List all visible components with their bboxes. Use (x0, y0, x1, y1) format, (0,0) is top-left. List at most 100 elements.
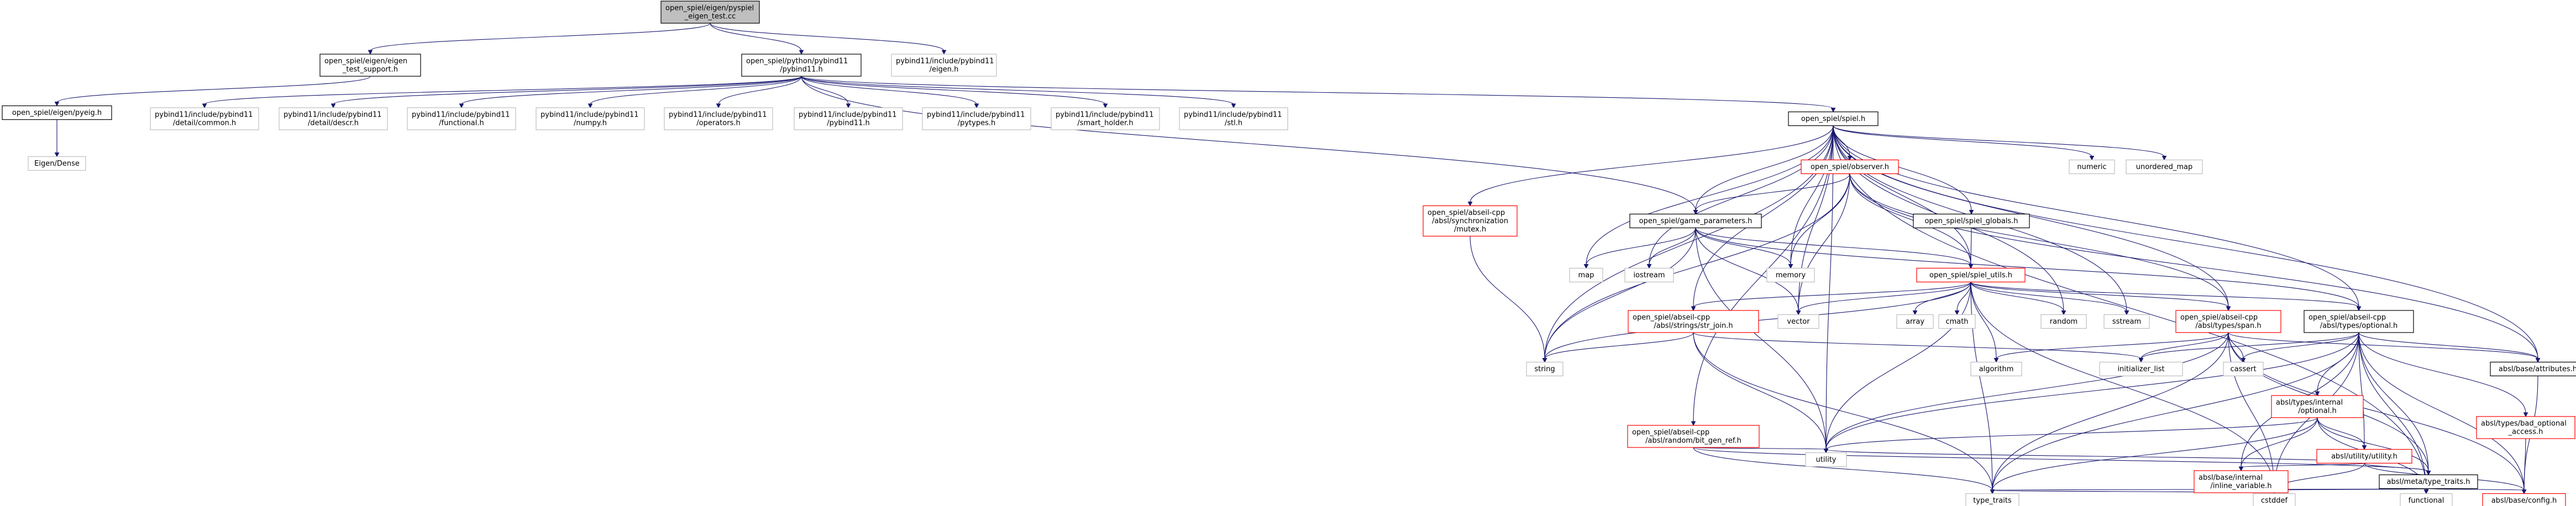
node-unordered-map[interactable]: unordered_map (2126, 159, 2203, 175)
node-str-join[interactable]: open_spiel/abseil-cpp/absl/strings/str_j… (1628, 310, 1759, 333)
node-internal-optional[interactable]: absl/types/internal/optional.h (2271, 395, 2364, 418)
node-label-line: /absl/types/span.h (2195, 322, 2261, 330)
edge-arrowhead (716, 103, 721, 109)
edge-line (1970, 282, 2064, 312)
node-functional[interactable]: functional (2400, 493, 2453, 506)
node-pb-numpy[interactable]: pybind11/include/pybind11/numpy.h (536, 107, 645, 130)
node-box (2040, 314, 2087, 329)
node-pb-operators[interactable]: pybind11/include/pybind11/operators.h (664, 107, 773, 130)
node-label-line: open_spiel/spiel_globals.h (1924, 217, 2018, 225)
node-eigen-support[interactable]: open_spiel/eigen/eigen_test_support.h (319, 54, 421, 77)
node-label-line: open_spiel/eigen/pyeig.h (12, 109, 102, 117)
node-root: open_spiel/eigen/pyspiel_eigen_test.cc (660, 1, 760, 24)
node-array[interactable]: array (1896, 314, 1934, 329)
node-pyeig[interactable]: open_spiel/eigen/pyeig.h (2, 105, 112, 120)
edge-line (333, 76, 802, 105)
edge-arrowhead (54, 102, 60, 107)
node-spiel-globals[interactable]: open_spiel/spiel_globals.h (1913, 213, 2030, 229)
node-box (1896, 314, 1934, 329)
node-spielh[interactable]: open_spiel/spiel.h (1788, 111, 1879, 126)
edge-line (2358, 332, 2365, 446)
node-utility-h[interactable]: absl/utility/utility.h (2316, 449, 2412, 464)
edge-line (1544, 332, 1694, 359)
node-random[interactable]: random (2040, 314, 2087, 329)
node-iostream[interactable]: iostream (1624, 267, 1674, 283)
edge-spiel_utils-to-array (1912, 282, 1971, 315)
node-pybind11h[interactable]: open_spiel/python/pybind11/pybind11.h (741, 54, 862, 77)
node-map[interactable]: map (1569, 267, 1603, 283)
node-bit-gen-ref[interactable]: open_spiel/abseil-cpp/absl/random/bit_ge… (1627, 425, 1760, 448)
node-box (1965, 493, 2019, 506)
edge-arrowhead (2124, 310, 2129, 315)
node-type-traits[interactable]: type_traits (1965, 493, 2019, 506)
node-optional[interactable]: open_spiel/abseil-cpp/absl/types/optiona… (2304, 310, 2414, 333)
node-mutex[interactable]: open_spiel/abseil-cpp/absl/synchronizati… (1423, 205, 1518, 237)
node-box (1777, 314, 1819, 329)
edge-spielh-to-functional (1833, 125, 2429, 494)
node-spiel-utils[interactable]: open_spiel/spiel_utils.h (1916, 267, 2026, 283)
node-config[interactable]: absl/base/config.h (2482, 493, 2566, 506)
edge-line (2228, 332, 2538, 359)
node-box (664, 107, 773, 130)
node-pb-functional[interactable]: pybind11/include/pybind11/functional.h (407, 107, 516, 130)
node-observer[interactable]: open_spiel/observer.h (1801, 159, 1899, 175)
node-cstddef[interactable]: cstddef (2253, 493, 2296, 506)
node-attributes[interactable]: absl/base/attributes.h (2490, 361, 2576, 377)
node-span[interactable]: open_spiel/abseil-cpp/absl/types/span.h (2175, 310, 2281, 333)
node-cmath[interactable]: cmath (1938, 314, 1976, 329)
edge-bad_optional-to-config (2521, 438, 2527, 494)
node-numeric[interactable]: numeric (2069, 159, 2115, 175)
node-label-line: open_spiel/abseil-cpp (1428, 209, 1505, 217)
edge-line (710, 23, 802, 51)
edge-game_params-to-memory (1695, 228, 1793, 269)
node-pb-common[interactable]: pybind11/include/pybind11/detail/common.… (150, 107, 259, 130)
node-string[interactable]: string (1526, 361, 1564, 377)
node-vector[interactable]: vector (1777, 314, 1819, 329)
edge-arrowhead (54, 152, 60, 157)
node-sstream[interactable]: sstream (2103, 314, 2150, 329)
edge-root-to-eigen_support (368, 23, 711, 55)
node-box (1805, 452, 1847, 467)
node-label-line: open_spiel/game_parameters.h (1639, 217, 1753, 225)
node-initializer-list[interactable]: initializer_list (2099, 361, 2183, 377)
node-game-params[interactable]: open_spiel/game_parameters.h (1629, 213, 1762, 229)
node-eigen-dense[interactable]: Eigen/Dense (28, 156, 86, 171)
node-pb-descr[interactable]: pybind11/include/pybind11/detail/descr.h (279, 107, 388, 130)
edge-spiel_utils-to-vector (1796, 282, 1971, 315)
node-pb-pybind11[interactable]: pybind11/include/pybind11/pybind11.h (794, 107, 903, 130)
node-cassert[interactable]: cassert (2223, 361, 2264, 377)
edge-optional-to-attributes (2358, 332, 2541, 363)
edge-line (2140, 332, 2359, 359)
node-label-line: _eigen_test.cc (684, 13, 736, 21)
node-utility[interactable]: utility (1805, 452, 1847, 467)
edge-arrowhead (2226, 306, 2231, 312)
edge-arrowhead (2238, 466, 2244, 472)
node-label-line: pybind11/include/pybind11 (669, 111, 767, 119)
node-bad-optional[interactable]: absl/types/bad_optional_access.h (2476, 416, 2575, 439)
edge-spielh-to-optional (1833, 125, 2362, 312)
node-pb-eigen[interactable]: pybind11/include/pybind11/eigen.h (891, 54, 997, 77)
node-box (2223, 361, 2264, 377)
node-box (536, 107, 645, 130)
node-label-line: pybind11/include/pybind11 (927, 111, 1025, 119)
edge-line (2228, 332, 2275, 491)
node-label-line: open_spiel/python/pybind11 (746, 57, 848, 66)
edge-line (2243, 332, 2359, 359)
node-meta-type-traits[interactable]: absl/meta/type_traits.h (2379, 474, 2478, 489)
edge-pybind11h-to-spielh (801, 76, 1836, 113)
node-pb-stl[interactable]: pybind11/include/pybind11/stl.h (1179, 107, 1288, 130)
node-box (2175, 310, 2281, 333)
node-pb-pytypes[interactable]: pybind11/include/pybind11/pytypes.h (922, 107, 1031, 130)
edge-line (801, 76, 1234, 105)
edge-line (1970, 282, 2229, 308)
edge-line (2358, 332, 2429, 472)
node-inline-variable[interactable]: absl/base/internal/inline_variable.h (2194, 470, 2289, 493)
node-label-line: cmath (1945, 318, 1968, 326)
edge-game_params-to-iostream (1646, 228, 1696, 269)
node-label-line: pybind11/include/pybind11 (541, 111, 639, 119)
node-memory[interactable]: memory (1766, 267, 1815, 283)
node-algorithm[interactable]: algorithm (1970, 361, 2022, 377)
edge-arrowhead (202, 103, 207, 109)
node-pb-smart[interactable]: pybind11/include/pybind11/smart_holder.h (1051, 107, 1160, 130)
